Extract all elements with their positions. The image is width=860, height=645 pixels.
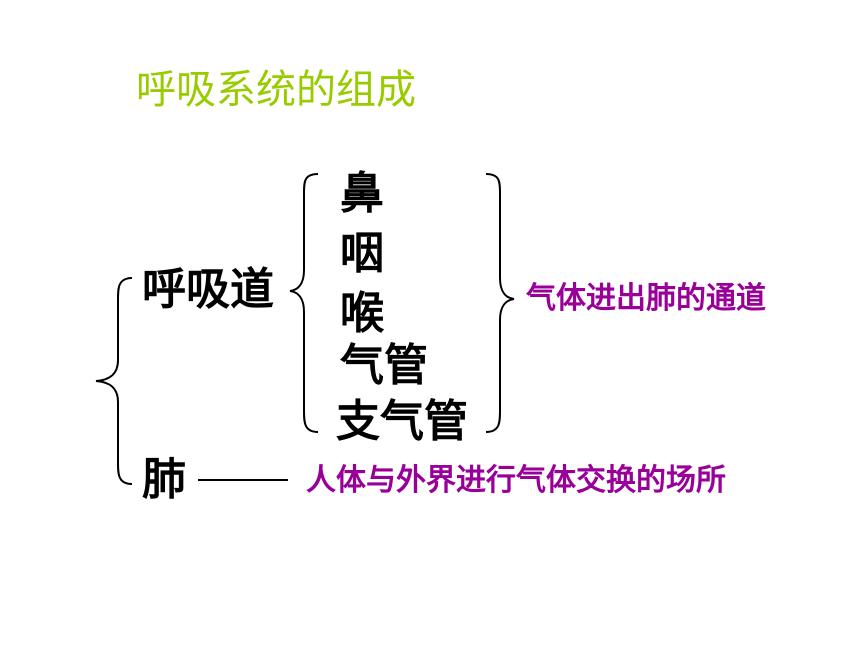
part-larynx: 喉 <box>340 288 384 339</box>
slide-title: 呼吸系统的组成 <box>136 67 416 113</box>
part-pharynx: 咽 <box>340 228 384 279</box>
parts-left-brace <box>289 173 319 433</box>
respiratory-tract-label: 呼吸道 <box>142 264 274 315</box>
part-bronchus: 支气管 <box>336 396 468 447</box>
part-trachea: 气管 <box>340 340 428 391</box>
parts-right-brace <box>485 173 515 433</box>
part-nose: 鼻 <box>340 168 384 219</box>
lung-label: 肺 <box>142 454 186 505</box>
respiratory-tract-function: 气体进出肺的通道 <box>526 281 766 316</box>
lung-function: 人体与外界进行气体交换的场所 <box>306 463 726 498</box>
outer-brace <box>95 277 133 485</box>
